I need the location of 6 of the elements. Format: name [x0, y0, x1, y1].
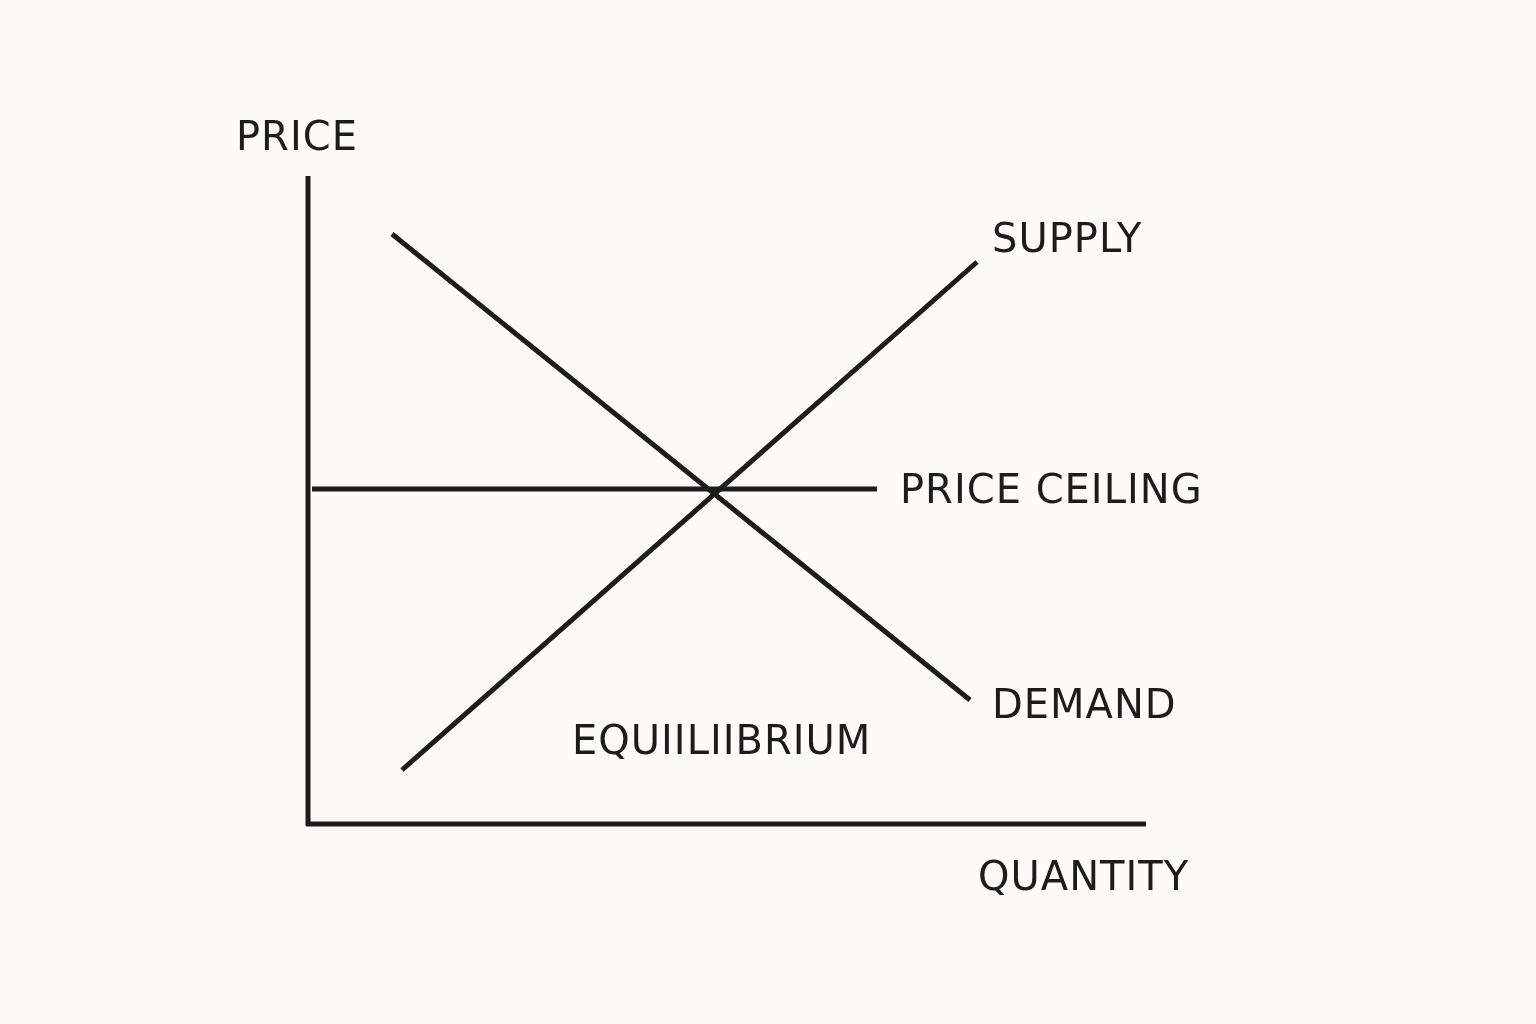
- curve-label: SUPPLY: [992, 218, 1143, 258]
- curve-label: PRICE CEILING: [900, 469, 1203, 509]
- axis-title: QUANTITY: [978, 856, 1190, 896]
- curve-label: DEMAND: [992, 684, 1177, 724]
- region-label: EQUIILIIBRIUM: [572, 720, 872, 760]
- axis-title: PRICE: [236, 116, 358, 156]
